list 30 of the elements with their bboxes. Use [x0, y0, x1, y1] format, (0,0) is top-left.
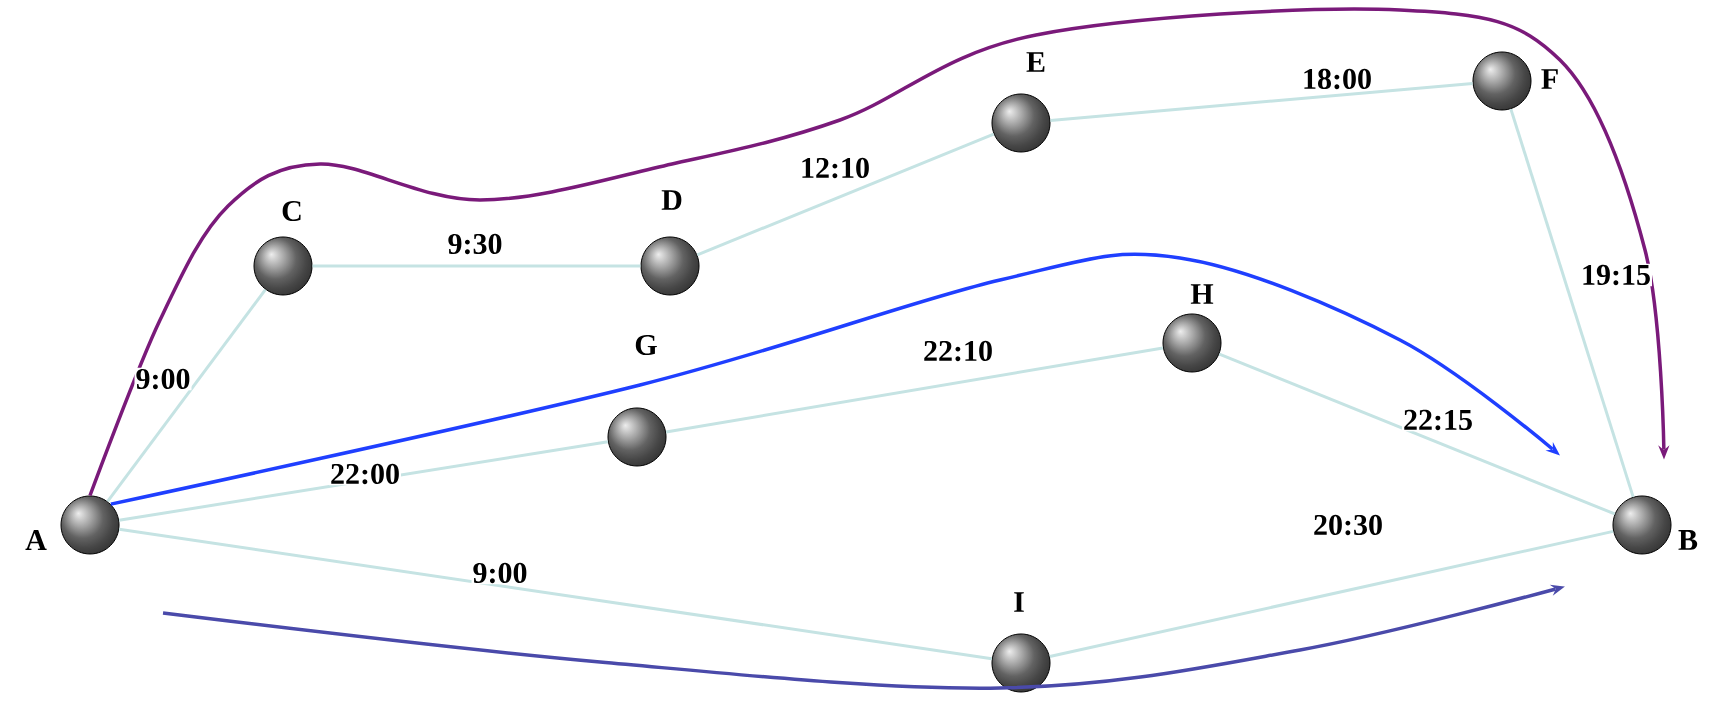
- node-letter: C: [282, 200, 301, 222]
- edge-label: 22:00: [329, 462, 401, 486]
- edge-label: 20:30: [1312, 513, 1384, 537]
- connector-line: [696, 132, 995, 257]
- edge-label: 22:10: [922, 339, 994, 363]
- node-letter: H: [1190, 284, 1214, 304]
- edge-label: 22:15: [1402, 408, 1474, 432]
- connector-line: [1509, 108, 1635, 498]
- edge-label: 12:10: [799, 156, 871, 180]
- connector-line: [106, 288, 267, 503]
- connector-line: [665, 346, 1164, 434]
- connector-line: [118, 440, 609, 522]
- node-letter: G: [635, 334, 657, 356]
- connector-line: [1049, 529, 1614, 659]
- edge-label: 9:30: [446, 232, 504, 256]
- node-letter: I: [1014, 592, 1024, 612]
- connector-line: [118, 527, 993, 661]
- node-letter: B: [1678, 530, 1698, 550]
- connector-line: [312, 264, 641, 268]
- node-letter: A: [25, 530, 47, 550]
- edge-label: 9:00: [471, 561, 529, 585]
- node-letter: F: [1541, 69, 1558, 89]
- edge-label: 9:00: [134, 367, 192, 391]
- edge-label: 19:15: [1580, 263, 1652, 287]
- edge-label: 18:00: [1301, 67, 1373, 91]
- connector-line: [1218, 352, 1616, 516]
- node-letter: E: [1026, 52, 1045, 72]
- connector-line: [1050, 82, 1473, 122]
- node-letter: D: [661, 190, 682, 210]
- route-arrow: [88, 7, 1670, 497]
